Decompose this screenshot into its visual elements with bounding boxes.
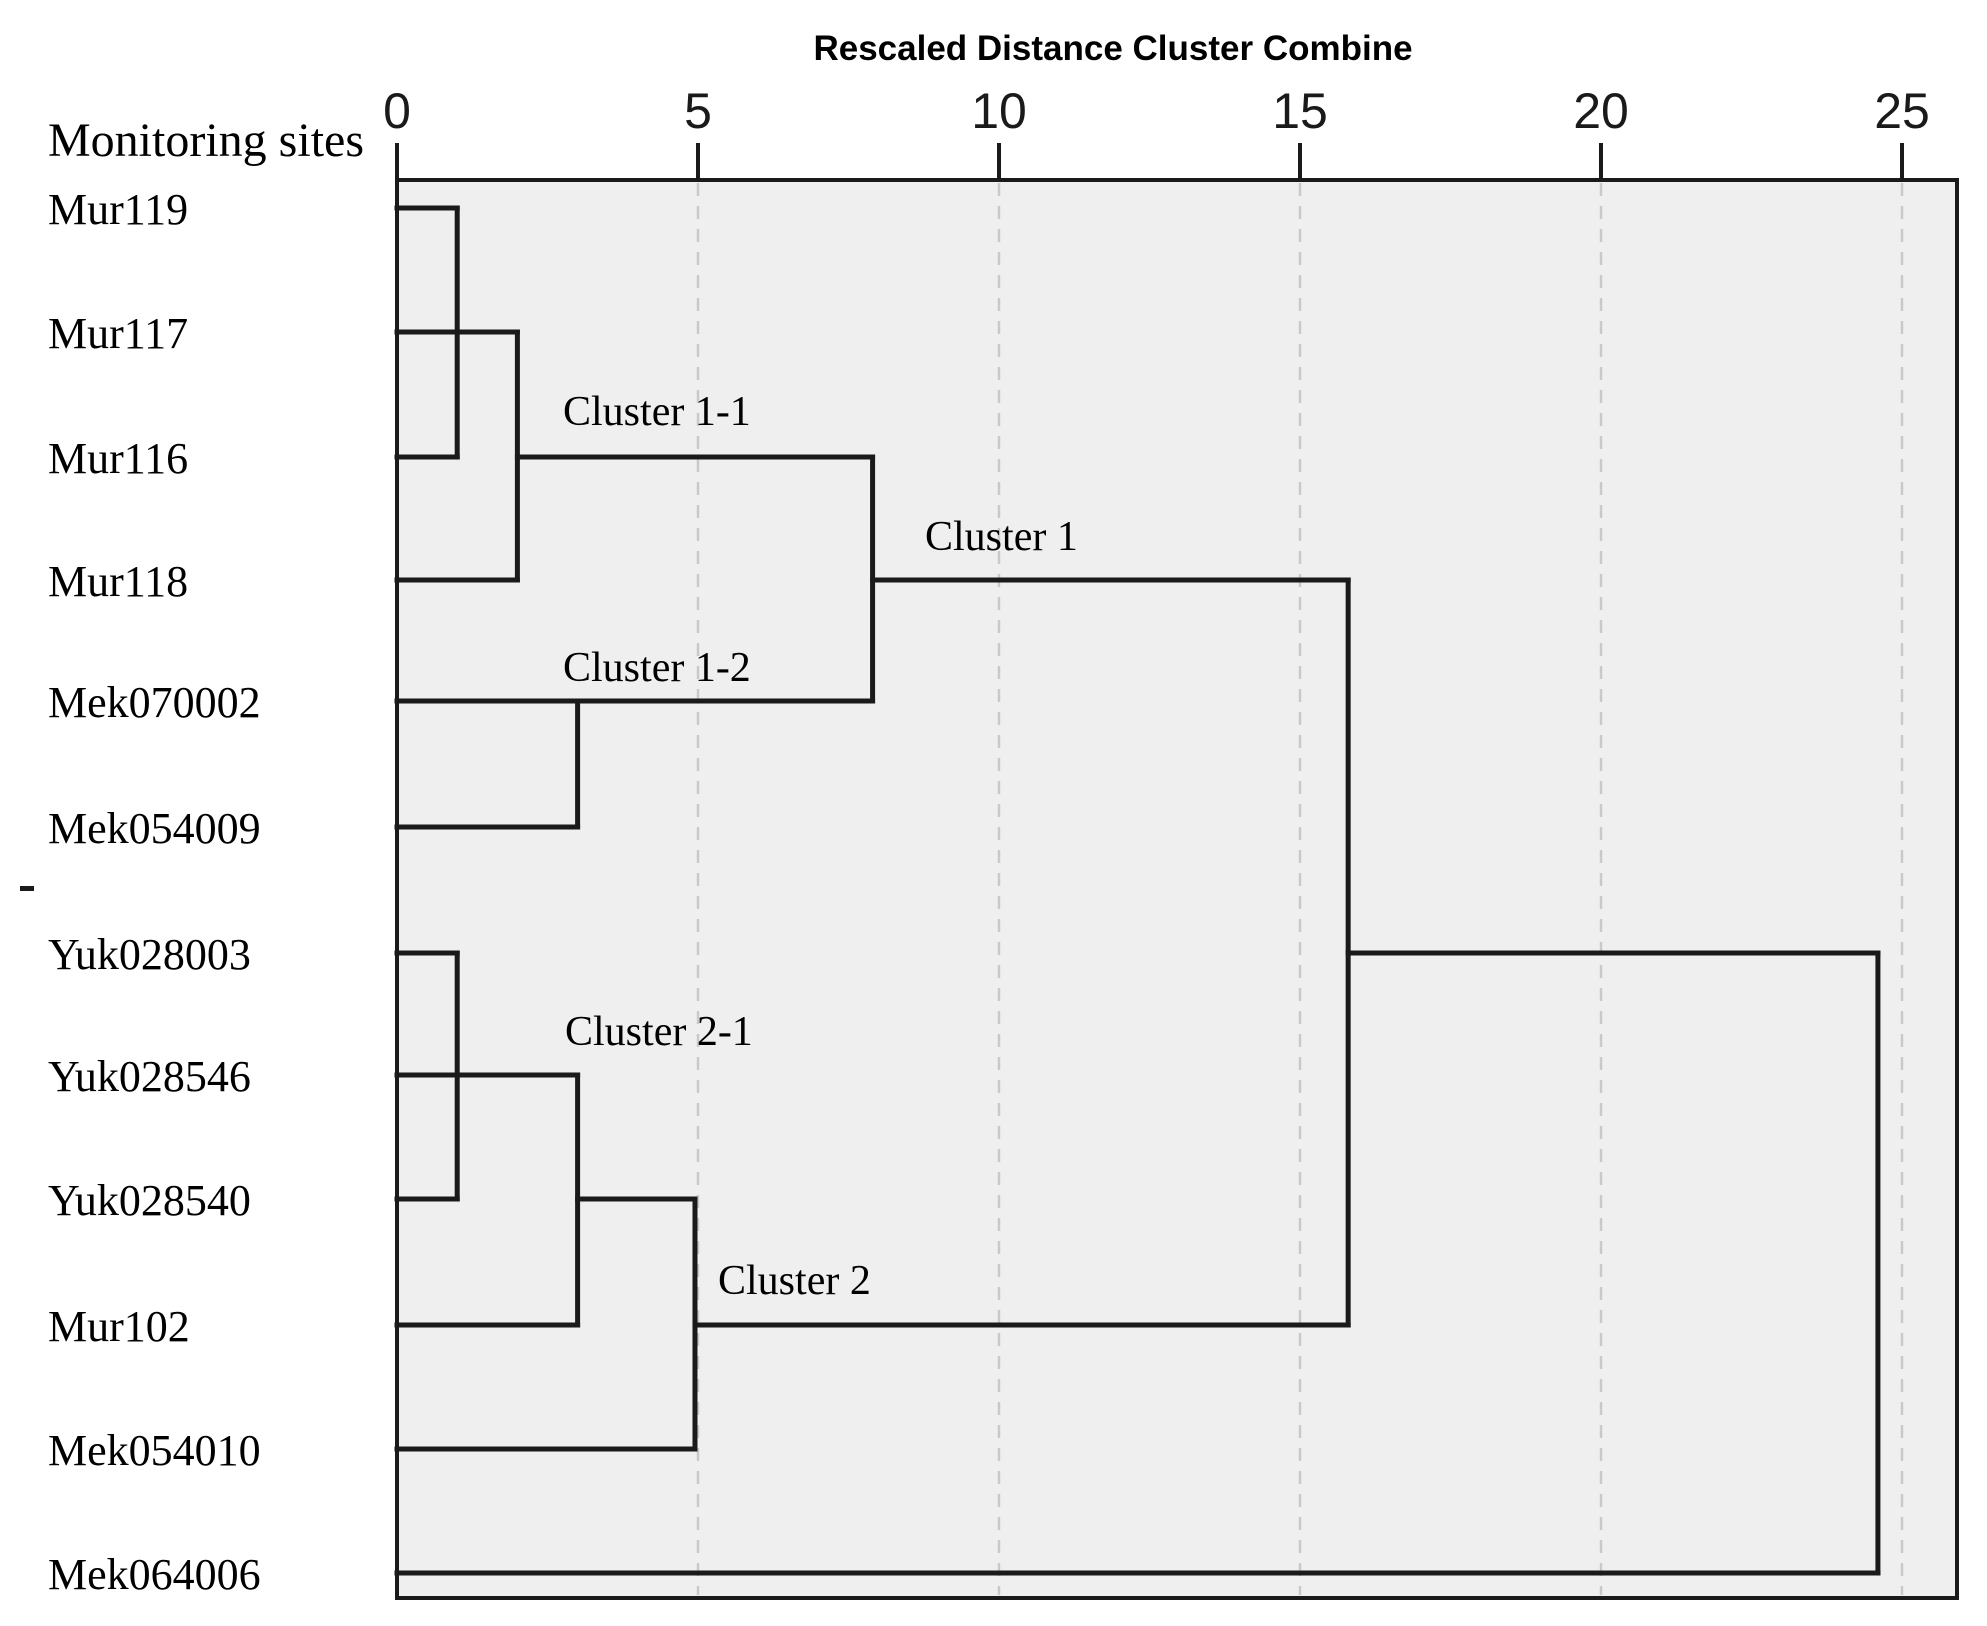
site-label-Mek054010: Mek054010 [48, 1426, 261, 1475]
tick-label-0: 0 [383, 83, 411, 139]
site-label-Mek070002: Mek070002 [48, 678, 261, 727]
cluster-annotation-cluster-1: Cluster 1 [925, 514, 1078, 560]
site-label-Mur117: Mur117 [48, 309, 189, 358]
site-label-Yuk028540: Yuk028540 [48, 1176, 251, 1225]
site-label-Mur118: Mur118 [48, 557, 189, 606]
chart-title: Rescaled Distance Cluster Combine [813, 29, 1413, 68]
tick-label-15: 15 [1272, 83, 1328, 139]
cluster-annotation-cluster-2-1: Cluster 2-1 [565, 1009, 753, 1055]
site-label-Mek054009: Mek054009 [48, 804, 261, 853]
cluster-annotation-cluster-2: Cluster 2 [718, 1258, 871, 1304]
plot-area [395, 178, 1959, 1600]
tick-label-5: 5 [684, 83, 712, 139]
site-label-Yuk028003: Yuk028003 [48, 930, 251, 979]
cluster-annotation-cluster-1-2: Cluster 1-2 [563, 645, 751, 691]
site-label-Mur102: Mur102 [48, 1302, 190, 1351]
y-axis-label: Monitoring sites [48, 114, 365, 167]
site-label-Mur116: Mur116 [48, 434, 189, 483]
stray-dash-mark [20, 886, 34, 891]
site-label-Mur119: Mur119 [48, 185, 189, 234]
site-label-Mek064006: Mek064006 [48, 1550, 261, 1599]
cluster-annotation-cluster-1-1: Cluster 1-1 [563, 389, 751, 435]
tick-label-20: 20 [1573, 83, 1629, 139]
tick-label-10: 10 [971, 83, 1027, 139]
site-label-Yuk028546: Yuk028546 [48, 1052, 251, 1101]
tick-label-25: 25 [1874, 83, 1930, 139]
